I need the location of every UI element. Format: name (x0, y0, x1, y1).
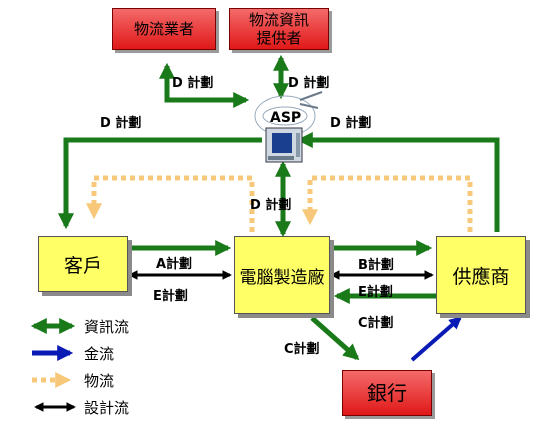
supplier-box: 供應商 (436, 236, 526, 314)
c-bank-label: C計劃 (284, 342, 320, 357)
d-logistics-label: D 計劃 (172, 76, 214, 91)
customer-label: 客戶 (63, 254, 102, 277)
a-plan-label: A計劃 (156, 257, 193, 272)
bank-label: 銀行 (367, 381, 407, 405)
logistics-flow-lines (85, 175, 473, 232)
e-customer-label: E計劃 (153, 289, 188, 304)
d-manufacturer-label: D 計劃 (250, 198, 292, 213)
d-info-label: D 計劃 (288, 76, 330, 91)
d-customer-line (57, 137, 262, 230)
bank-box: 銀行 (342, 370, 432, 416)
asp-computer-icon (254, 91, 323, 163)
legend-money-flow-label: 金流 (84, 345, 115, 363)
money-flow-line (410, 316, 462, 362)
logistics-info-provider-box: 物流資訊 提供者 (229, 8, 329, 50)
c-supplier-label: C計劃 (358, 316, 394, 331)
logistics-info-label-line2: 提供者 (256, 29, 302, 47)
manufacturer-label: 電腦製造廠 (239, 267, 325, 288)
supplier-label: 供應商 (452, 265, 510, 288)
legend-logistics-flow-label: 物流 (84, 372, 115, 390)
logistics-info-label-line1: 物流資訊 (248, 11, 309, 29)
logistics-customer-line (85, 175, 255, 232)
d-supplier-line (296, 131, 500, 232)
e-supplier-label: E計劃 (358, 285, 393, 300)
c-bank-line (310, 316, 360, 361)
d-customer-label: D 計劃 (100, 116, 142, 131)
manufacturer-box: 電腦製造廠 (234, 236, 330, 314)
logistics-provider-label: 物流業者 (133, 20, 194, 38)
customer-box: 客戶 (38, 236, 128, 292)
logistics-provider-box: 物流業者 (112, 8, 216, 50)
d-supplier-label: D 計劃 (330, 116, 372, 131)
info-flow-lines (57, 54, 500, 361)
asp-label: ASP (270, 110, 302, 126)
logistics-supplier-line (301, 175, 473, 232)
legend-design-flow-label: 設計流 (84, 399, 130, 417)
d-logistics-line (158, 62, 250, 109)
legend-info-flow-label: 資訊流 (84, 318, 130, 336)
b-plan-label: B計劃 (358, 258, 394, 273)
